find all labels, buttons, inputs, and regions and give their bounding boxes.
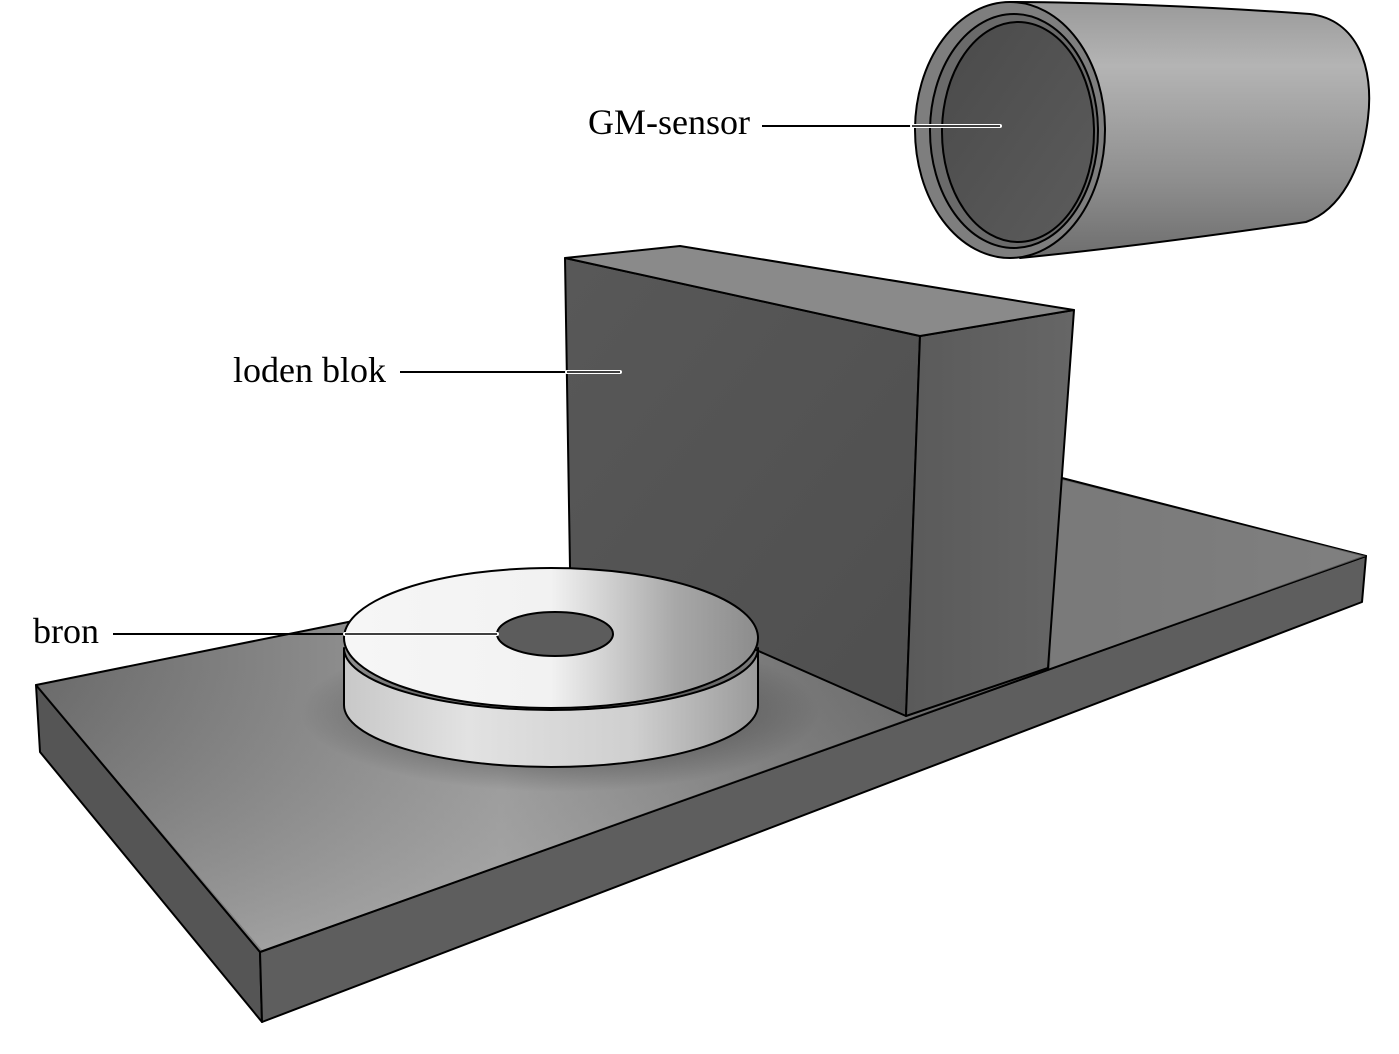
gm-sensor-callout: GM-sensor	[588, 102, 1002, 142]
lead-block-callout: loden blok	[233, 350, 622, 390]
lead-block-label: loden blok	[233, 350, 386, 390]
source-disc-shape	[343, 567, 759, 768]
gm-sensor-label: GM-sensor	[588, 102, 750, 142]
source-callout: bron	[33, 611, 499, 651]
source-label: bron	[33, 611, 99, 651]
gm-tube-shape	[914, 1, 1371, 259]
